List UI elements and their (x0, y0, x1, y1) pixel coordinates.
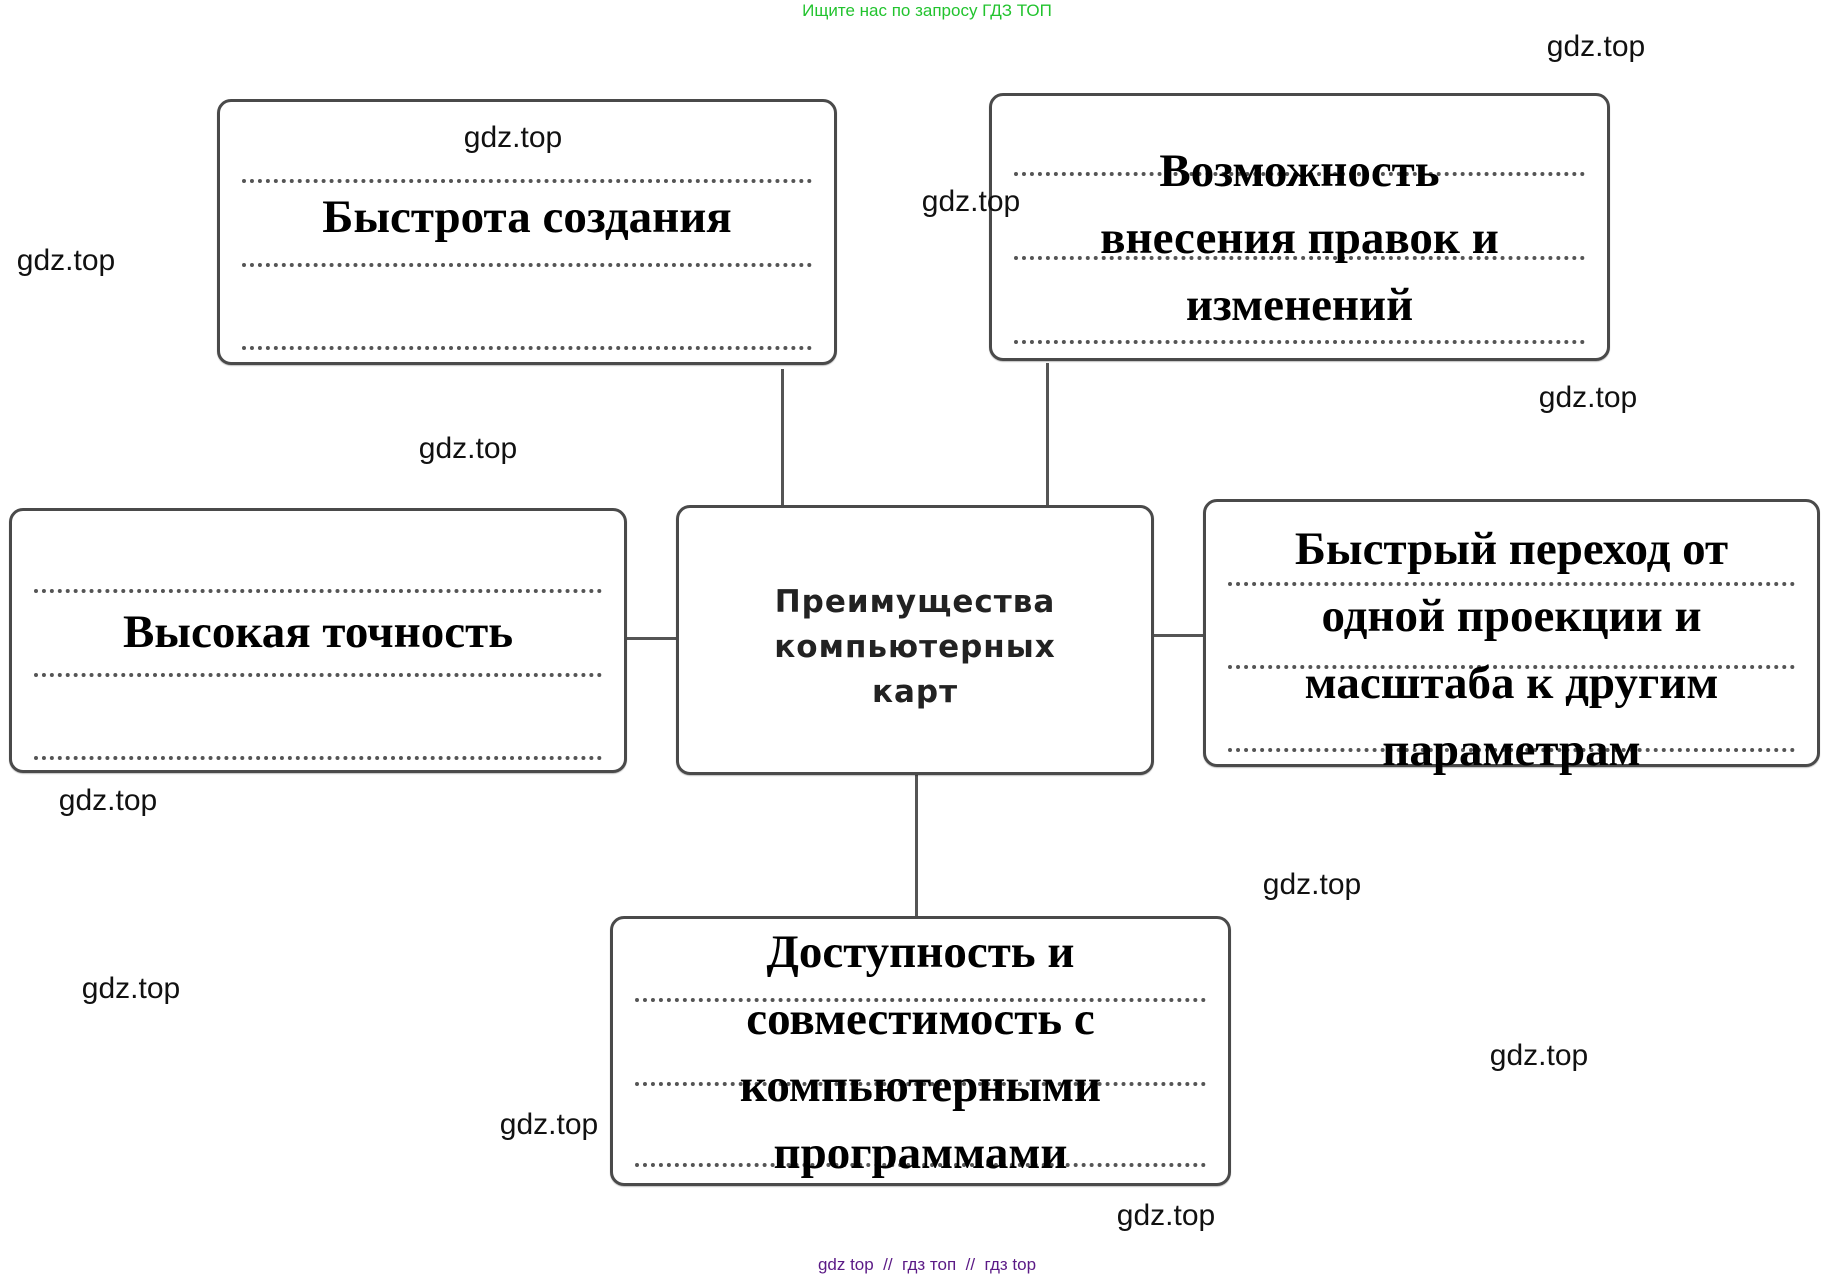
box-text-line: одной проекции и (1321, 590, 1702, 642)
watermark: gdz.top (16, 244, 116, 277)
watermark: gdz.top (499, 1108, 599, 1141)
footer-links[interactable]: gdz top // гдз топ // гдз top (817, 1255, 1037, 1274)
watermark: gdz.top (1538, 381, 1638, 414)
center-title-line: Преимущества (774, 584, 1056, 620)
watermark: gdz.top (921, 185, 1021, 218)
connector-left (625, 637, 678, 640)
answer-line (1228, 748, 1795, 752)
answer-line (635, 1082, 1206, 1086)
box-high-accuracy: Высокая точность (9, 508, 627, 773)
watermark: gdz.top (1116, 1199, 1216, 1232)
answer-line (34, 589, 602, 593)
box-text-line: Возможность (1159, 145, 1440, 197)
center-title-line: компьютерных (774, 629, 1056, 665)
answer-line (34, 756, 602, 760)
answer-line (635, 998, 1206, 1002)
box-text-line: Доступность и (766, 926, 1075, 978)
watermark: gdz.top (1546, 30, 1646, 63)
box-text-line: Быстрый переход от (1294, 523, 1729, 575)
answer-line (1014, 172, 1585, 176)
box-availability-compatibility: Доступность и совместимость с компьютерн… (610, 916, 1231, 1186)
answer-line (1014, 340, 1585, 344)
box-text-line: внесения правок и (1100, 212, 1499, 264)
box-editability: Возможность внесения правок и изменений (989, 93, 1610, 361)
answer-line (1228, 582, 1795, 586)
watermark: gdz.top (1262, 868, 1362, 901)
box-text-line: Высокая точность (122, 606, 514, 658)
answer-line (1014, 256, 1585, 260)
box-fast-projection-switch: Быстрый переход от одной проекции и масш… (1203, 499, 1820, 776)
box-text-line: масштаба к другим (1304, 657, 1719, 709)
watermark: gdz.top (463, 121, 563, 154)
connector-bottom (915, 773, 918, 933)
watermark: gdz.top (58, 784, 158, 817)
box-text: Доступность и совместимость с компьютерн… (613, 919, 1228, 1187)
box-speed-of-creation: Быстрота создания (217, 99, 837, 365)
box-text-line: Быстрота создания (322, 191, 732, 243)
answer-line (242, 179, 812, 183)
watermark: gdz.top (81, 972, 181, 1005)
answer-line (34, 673, 602, 677)
center-title-line: карт (871, 674, 959, 710)
box-text: Быстрый переход от одной проекции и масш… (1206, 516, 1817, 784)
center-title: Преимущества компьютерных карт (679, 580, 1151, 715)
box-text: Высокая точность (12, 599, 624, 666)
box-text-line: совместимость с (746, 993, 1095, 1045)
answer-line (242, 263, 812, 267)
center-box-computer-maps-advantages: Преимущества компьютерных карт (676, 505, 1154, 775)
connector-top-right (1046, 363, 1049, 515)
box-text-line: программами (773, 1127, 1068, 1179)
box-text-line: компьютерными (739, 1060, 1102, 1112)
box-text-line: изменений (1185, 279, 1414, 331)
box-text: Быстрота создания (220, 184, 834, 251)
watermark: gdz.top (1489, 1039, 1589, 1072)
connector-right (1152, 634, 1205, 637)
watermark: gdz.top (418, 432, 518, 465)
answer-line (635, 1163, 1206, 1167)
answer-line (1228, 665, 1795, 669)
box-text-line: параметрам (1382, 724, 1641, 776)
answer-line (242, 346, 812, 350)
connector-top-left (781, 369, 784, 516)
search-hint-banner: Ищите нас по запросу ГДЗ ТОП (802, 1, 1052, 20)
box-text: Возможность внесения правок и изменений (992, 138, 1607, 339)
